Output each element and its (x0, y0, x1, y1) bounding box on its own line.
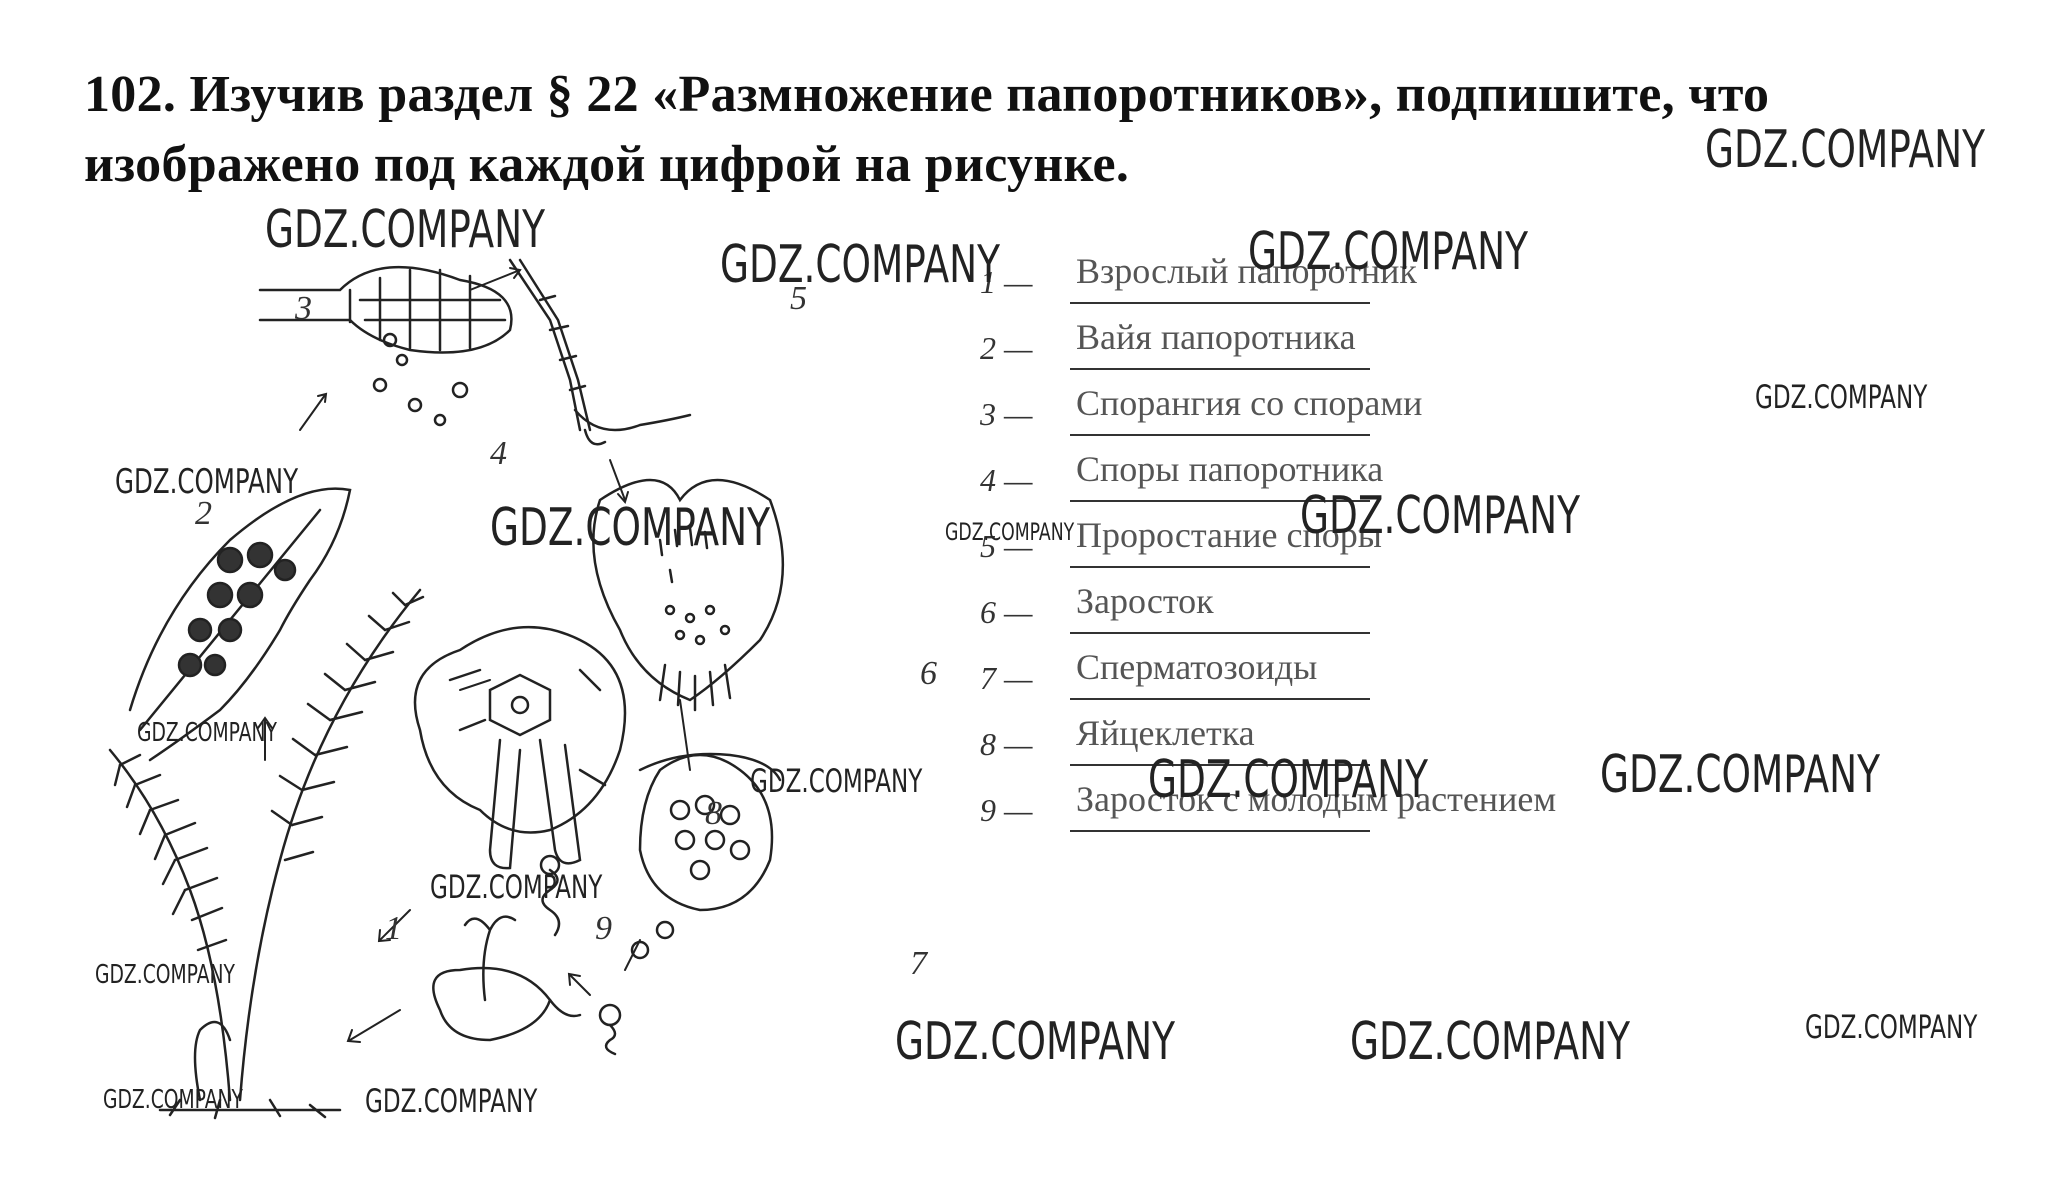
germinating-spore-drawing (508, 258, 692, 446)
fern-leaf-drawing (128, 487, 352, 762)
answer-number: 9 — (980, 792, 1033, 828)
answer-number: 3 — (980, 396, 1033, 432)
answer-number: 6 — (980, 594, 1033, 630)
antheridium-drawing (630, 752, 782, 960)
answer-underline (1070, 368, 1370, 370)
fern-life-cycle-illustration (108, 258, 785, 1120)
figure-label-5: 5 (790, 280, 807, 317)
watermark: GDZ.COMPANY (1350, 1012, 1630, 1072)
watermark: GDZ.COMPANY (95, 960, 235, 990)
adult-fern-drawing (108, 588, 425, 1120)
answer-text: Заросток с молодым растением (1076, 779, 1557, 819)
figure-label-2: 2 (195, 495, 212, 532)
answer-number: 5 — (980, 528, 1033, 564)
answer-row: 1 — Взрослый папоротник (980, 250, 1417, 316)
figure-label-8: 8 (705, 795, 722, 832)
watermark: GDZ.COMPANY (750, 762, 923, 800)
sperm-drawing (541, 868, 561, 937)
archegonium-drawing (413, 625, 627, 870)
answer-row: 2 — Вайя папоротника (980, 316, 1400, 382)
task-title: 102. Изучив раздел § 22 «Размножение пап… (84, 60, 2004, 200)
answer-text: Заросток (1076, 581, 1214, 621)
watermark: GDZ.COMPANY (1705, 120, 1985, 180)
answer-row: 5 — Проростание споры (980, 514, 1400, 580)
answer-row: 3 — Спорангия со спорами (980, 382, 1422, 448)
watermark: GDZ.COMPANY (1248, 222, 1528, 282)
figure-label-6: 6 (920, 655, 937, 692)
answer-row: 7 — Сперматозоиды (980, 646, 1400, 712)
watermark: GDZ.COMPANY (1755, 378, 1928, 416)
answer-text: Проростание споры (1076, 515, 1382, 555)
answer-number: 4 — (980, 462, 1033, 498)
figure-label-9: 9 (595, 910, 612, 947)
figure-label-4: 4 (490, 435, 507, 472)
answer-underline (1070, 566, 1370, 568)
watermark: GDZ.COMPANY (1805, 1008, 1978, 1046)
answer-number: 7 — (980, 660, 1033, 696)
watermark: GDZ.COMPANY (1600, 745, 1880, 805)
watermark: GDZ.COMPANY (430, 868, 603, 906)
answer-underline (1070, 830, 1370, 832)
watermark: GDZ.COMPANY (895, 1012, 1175, 1072)
answer-row: 8 — Яйцеклетка (980, 712, 1400, 778)
watermark: GDZ.COMPANY (1148, 750, 1428, 810)
watermark: GDZ.COMPANY (365, 1082, 538, 1120)
answer-underline (1070, 764, 1370, 766)
cycle-arrows (257, 267, 691, 1043)
answer-row: 6 — Заросток (980, 580, 1400, 646)
answer-underline (1070, 632, 1370, 634)
answer-underline (1070, 698, 1370, 700)
answer-underline (1070, 434, 1370, 436)
watermark: GDZ.COMPANY (720, 235, 1000, 295)
figure-label-1: 1 (385, 910, 402, 947)
answer-text: Сперматозоиды (1076, 647, 1318, 687)
task-title-line-1: 102. Изучив раздел § 22 «Размножение пап… (84, 66, 1770, 123)
answer-row: 4 — Споры папоротника (980, 448, 1400, 514)
prothallus-drawing (592, 478, 785, 712)
answer-text: Спорангия со спорами (1076, 383, 1423, 423)
watermark: GDZ.COMPANY (490, 498, 770, 558)
figure-label-3: 3 (295, 290, 312, 327)
answer-row: 9 — Заросток с молодым растением (980, 778, 1556, 844)
young-plant-drawing (432, 915, 582, 1042)
answer-number: 2 — (980, 330, 1033, 366)
answer-text: Споры папоротника (1076, 449, 1384, 489)
sporangium-drawing (258, 265, 513, 427)
figure-label-7: 7 (910, 945, 927, 982)
watermark: GDZ.COMPANY (137, 718, 277, 748)
answer-number: 8 — (980, 726, 1033, 762)
watermark: GDZ.COMPANY (1300, 486, 1580, 546)
watermark: GDZ.COMPANY (115, 462, 299, 502)
watermark: GDZ.COMPANY (103, 1085, 243, 1115)
answer-underline (1070, 302, 1370, 304)
task-title-line-2: изображено под каждой цифрой на рисунке. (84, 136, 1130, 193)
answer-underline (1070, 500, 1370, 502)
answer-text: Яйцеклетка (1076, 713, 1255, 753)
watermark: GDZ.COMPANY (945, 518, 1075, 546)
answer-text: Вайя папоротника (1076, 317, 1356, 357)
answer-text: Взрослый папоротник (1076, 251, 1417, 291)
watermark: GDZ.COMPANY (265, 200, 545, 260)
answer-number: 1 — (980, 264, 1033, 300)
